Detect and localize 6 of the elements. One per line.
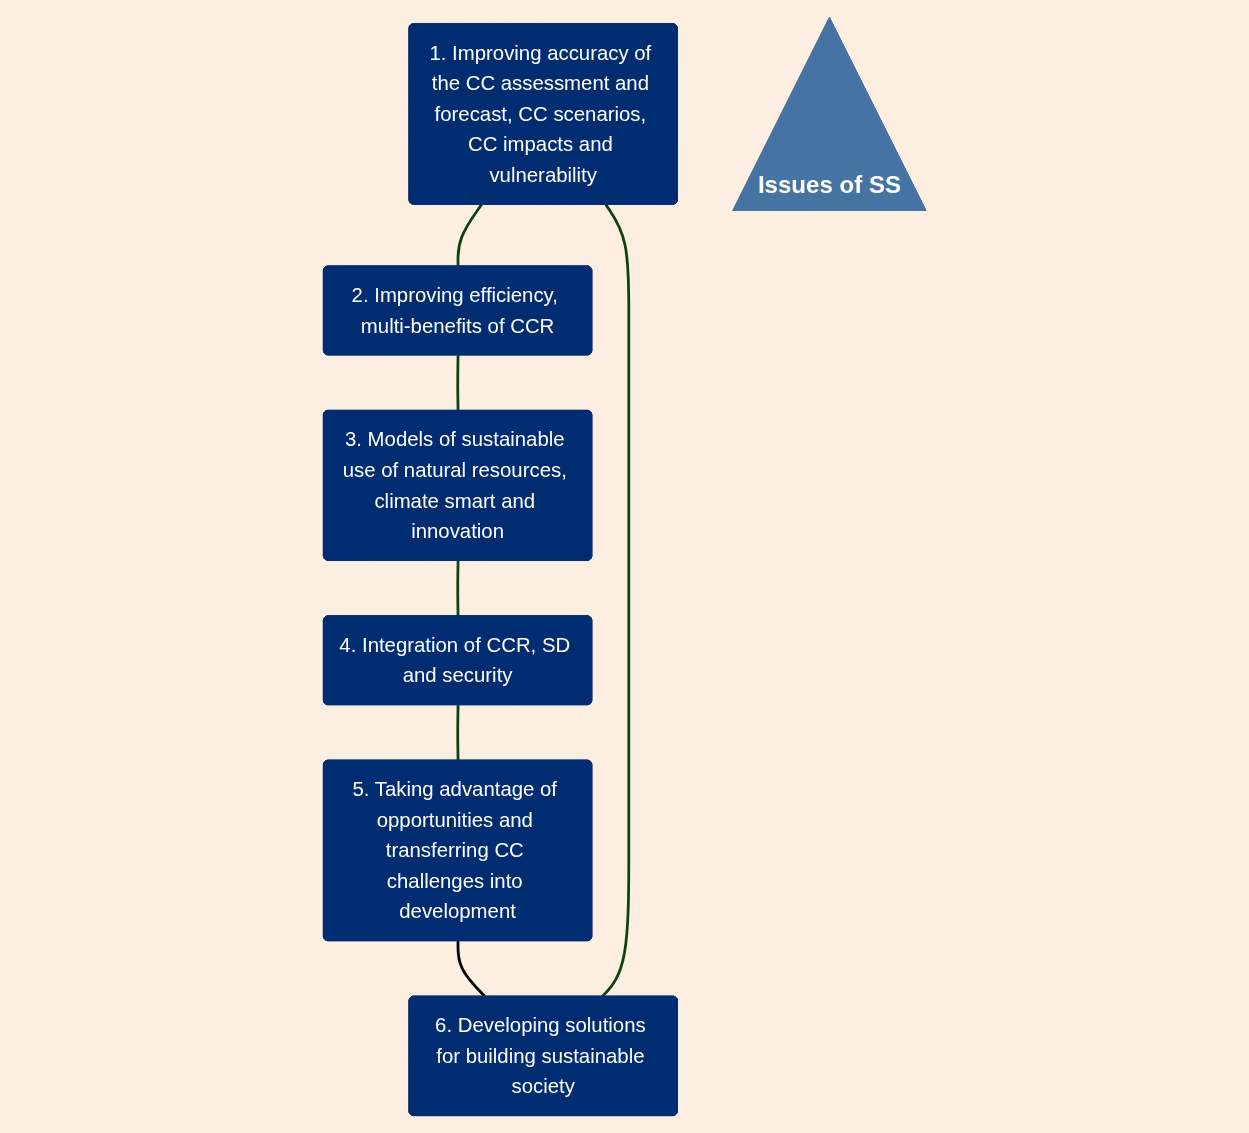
connector (456, 560, 460, 617)
connector (456, 203, 483, 267)
connector (600, 203, 630, 998)
connector (456, 941, 487, 998)
connector (456, 705, 460, 761)
connector (456, 355, 460, 411)
